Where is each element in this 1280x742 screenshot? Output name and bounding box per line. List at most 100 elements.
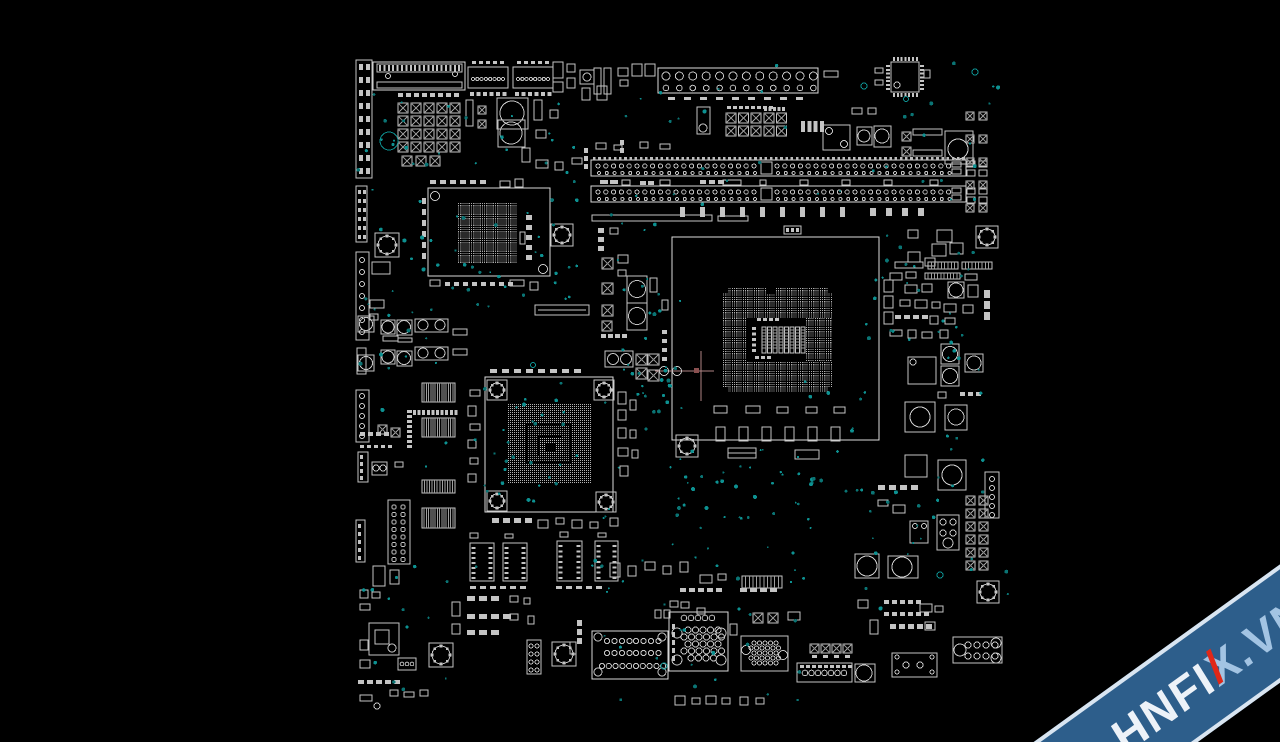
board-component bbox=[434, 347, 446, 359]
pin-hole bbox=[636, 171, 640, 175]
board-component bbox=[534, 304, 590, 316]
pin-hole bbox=[680, 614, 688, 622]
board-component bbox=[659, 143, 671, 150]
board-component bbox=[451, 623, 461, 635]
cap-diag bbox=[763, 125, 775, 137]
board-component bbox=[613, 144, 623, 151]
board-component bbox=[738, 426, 749, 442]
board-component bbox=[721, 697, 731, 705]
cap-diag bbox=[423, 102, 435, 114]
pin-hole bbox=[813, 189, 819, 195]
pin-hole bbox=[877, 197, 882, 201]
board-component bbox=[589, 521, 599, 529]
pad-column bbox=[363, 190, 366, 239]
cap-diag bbox=[978, 534, 989, 545]
cap-diag bbox=[978, 111, 988, 121]
pin-hole bbox=[846, 197, 851, 201]
pin-hole bbox=[728, 189, 734, 195]
cap-diag bbox=[738, 125, 749, 137]
pin-hole bbox=[479, 76, 484, 82]
board-component bbox=[887, 555, 919, 579]
board-component bbox=[883, 311, 894, 325]
cap-component bbox=[842, 643, 853, 654]
vrm-mosfet-array bbox=[436, 102, 448, 114]
board-component bbox=[419, 689, 429, 697]
chipset-mount-hole bbox=[593, 379, 615, 401]
pin-hole bbox=[797, 163, 804, 169]
board-component bbox=[904, 284, 918, 294]
inductor bbox=[628, 307, 646, 325]
board-component bbox=[741, 645, 751, 655]
pin-hole bbox=[989, 476, 995, 482]
socket-center-caps bbox=[767, 326, 773, 354]
board-component bbox=[371, 461, 388, 476]
board-component bbox=[784, 426, 795, 442]
board-component bbox=[929, 315, 939, 325]
cap-diag bbox=[978, 495, 989, 506]
board-component bbox=[883, 279, 894, 293]
cap-diag bbox=[423, 141, 435, 153]
cap-diag bbox=[725, 112, 737, 124]
board-component bbox=[617, 391, 627, 405]
mounting-hole-ticks bbox=[488, 381, 506, 399]
pin-hole bbox=[704, 163, 710, 169]
board-component bbox=[694, 368, 699, 373]
board-component bbox=[869, 619, 879, 635]
mounting-hole bbox=[374, 232, 400, 258]
pad-row bbox=[884, 600, 921, 604]
socket-center-caps bbox=[800, 326, 806, 354]
pad-row bbox=[445, 282, 513, 286]
pin-hole bbox=[916, 197, 921, 201]
pin-hole bbox=[836, 163, 843, 169]
board-component bbox=[429, 279, 441, 287]
pin-hole bbox=[391, 534, 397, 540]
cap-component bbox=[415, 155, 427, 167]
pin-hole bbox=[611, 163, 617, 169]
pin-hole bbox=[751, 189, 757, 195]
pin-hole bbox=[829, 189, 835, 195]
pin-hole bbox=[537, 76, 542, 82]
board-component bbox=[717, 573, 727, 581]
cap-diag bbox=[965, 111, 975, 121]
striped-component bbox=[421, 417, 456, 438]
pin-hole bbox=[404, 661, 410, 667]
board-component bbox=[639, 141, 649, 149]
pin-hole bbox=[618, 637, 626, 645]
pin-hole bbox=[687, 614, 695, 622]
pad-row bbox=[640, 181, 654, 185]
pin-hole bbox=[688, 633, 695, 641]
pin-hole bbox=[924, 171, 929, 175]
pin-hole bbox=[359, 413, 365, 419]
board-component bbox=[854, 553, 880, 579]
pin-hole bbox=[982, 641, 990, 649]
cap-component bbox=[965, 521, 976, 532]
board-component bbox=[929, 654, 935, 660]
vrm-mosfet-array bbox=[449, 128, 461, 140]
cap-component bbox=[601, 282, 614, 295]
cap-component bbox=[965, 111, 975, 121]
board-component bbox=[909, 358, 917, 366]
pad-row bbox=[467, 614, 511, 619]
board-component bbox=[729, 623, 738, 636]
pin-hole bbox=[692, 626, 699, 634]
pin-hole bbox=[661, 71, 671, 81]
board-component bbox=[372, 464, 380, 472]
pin-hole bbox=[783, 84, 790, 92]
cap-component bbox=[601, 304, 614, 317]
cap-diag bbox=[436, 102, 448, 114]
pin-hole bbox=[745, 171, 750, 175]
pad-row bbox=[470, 92, 507, 96]
pin-hole bbox=[634, 163, 640, 169]
cap-diag bbox=[449, 102, 461, 114]
pin-hole bbox=[665, 163, 671, 169]
board-component bbox=[949, 518, 957, 526]
pin-hole bbox=[796, 84, 804, 92]
pin-hole bbox=[611, 637, 618, 645]
board-component bbox=[555, 517, 565, 525]
striped-component bbox=[421, 479, 456, 494]
board-component bbox=[581, 87, 591, 101]
pin-hole bbox=[706, 171, 711, 175]
cap-component bbox=[965, 157, 975, 167]
mounting-hole-ticks bbox=[597, 493, 615, 511]
